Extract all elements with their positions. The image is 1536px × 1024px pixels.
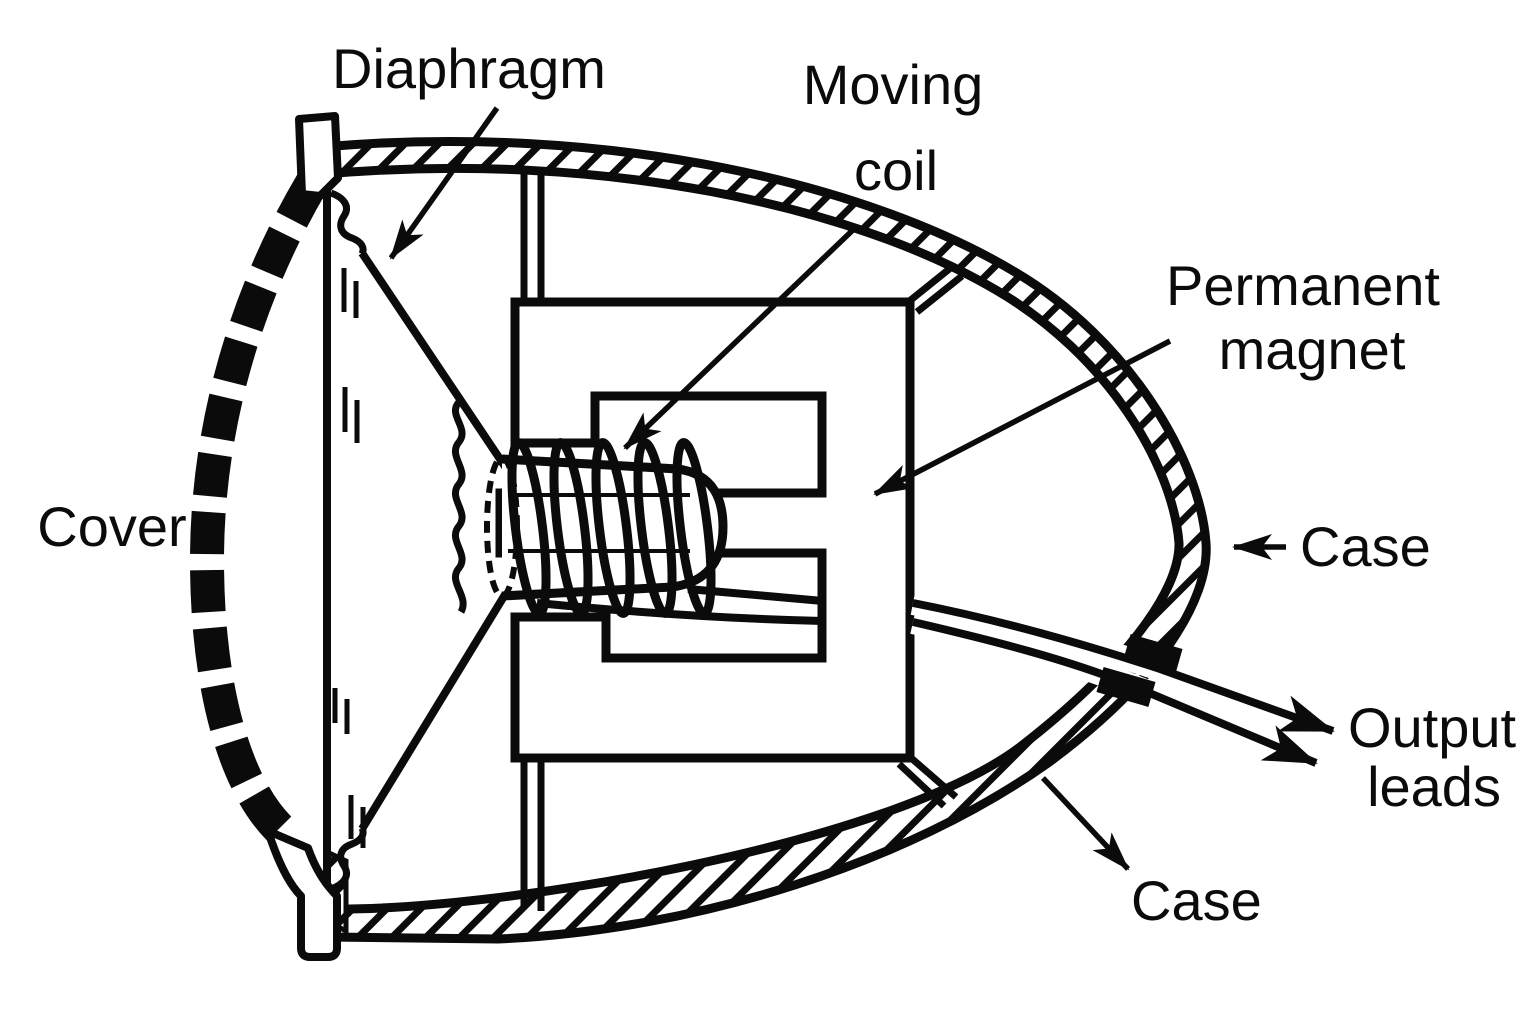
cone-shading-ticks: [332, 268, 366, 848]
cover-perforated-band: [189, 174, 327, 848]
moving-coil-arrow: [623, 226, 857, 450]
cone-upper-edge: [358, 250, 510, 471]
diaphragm-assembly: [323, 178, 510, 900]
label-permanent-magnet-line1: Permanent: [1166, 254, 1440, 317]
label-permanent-magnet-line2: magnet: [1219, 318, 1406, 381]
label-case-bottom: Case: [1131, 869, 1262, 932]
label-output-leads-line2: leads: [1367, 755, 1501, 818]
labels: Diaphragm Moving coil Permanent magnet C…: [37, 37, 1516, 932]
lead-grommet-upper: [1123, 634, 1183, 674]
cover-grille: [189, 112, 342, 961]
cover-bottom-flange: [264, 827, 341, 961]
cover-top-flange: [295, 112, 342, 200]
label-output-leads-line1: Output: [1348, 696, 1517, 759]
moving-coil-windings: [507, 438, 716, 618]
permanent-magnet-arrow: [873, 338, 1172, 497]
surround-upper: [329, 189, 367, 256]
label-moving-coil-line2: coil: [854, 139, 938, 202]
case-bottom-arrow: [1040, 776, 1131, 871]
diaphragm-arrow: [388, 106, 500, 260]
label-cover: Cover: [37, 495, 186, 558]
cone-lower-edge: [358, 590, 510, 832]
label-moving-coil-line1: Moving: [803, 53, 984, 116]
magnet-struts: [520, 170, 965, 911]
lead-grommet-lower: [1096, 667, 1156, 707]
leader-arrows: [388, 106, 1286, 871]
label-diaphragm: Diaphragm: [332, 37, 606, 100]
output-lead-wires: [910, 591, 1338, 775]
label-case-right: Case: [1300, 515, 1431, 578]
spider-squiggle: [452, 399, 467, 614]
